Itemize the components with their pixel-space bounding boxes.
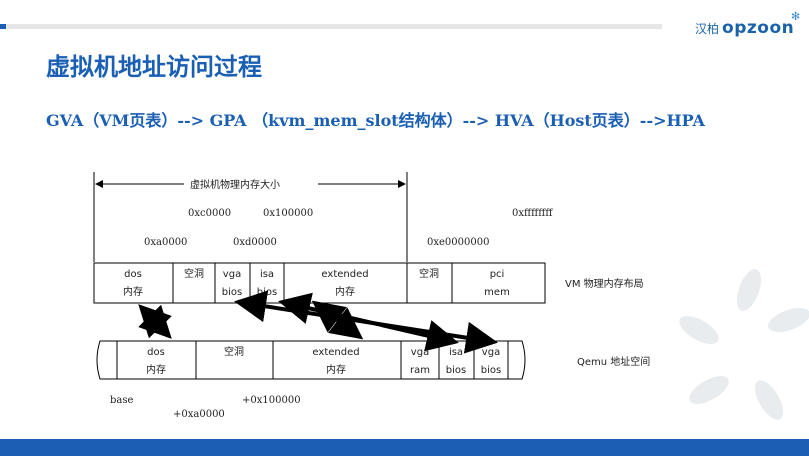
vm-cell-pci-l1: pci [490, 269, 505, 280]
vm-cell-dos-l1: dos [124, 269, 142, 280]
qemu-cell-extended-l1: extended [312, 347, 359, 358]
vm-row-label: VM 物理内存布局 [565, 277, 644, 290]
arrow-isabios-isabios [278, 292, 459, 352]
qemu-cell-vgabios-l2: bios [481, 365, 501, 376]
arrow-extended-extended [311, 300, 364, 340]
slide-title: 虚拟机地址访问过程 [46, 53, 262, 81]
vm-cell-extended-l1: extended [321, 269, 368, 280]
logo-cn: 汉柏 [695, 21, 720, 36]
qemu-cell-vgaram-l1: vga [411, 347, 429, 358]
qemu-row-label: Qemu 地址空间 [577, 355, 650, 368]
qemu-cell-dos-l2: 内存 [146, 363, 166, 376]
vm-cell-isa-l1: isa [260, 269, 274, 280]
qemu-cell-extended-l2: 内存 [326, 363, 346, 376]
qemu-cell-isa-l1: isa [449, 347, 463, 358]
footer-bar [0, 439, 809, 456]
addr-qemu-0x100000: +0x100000 [242, 395, 301, 406]
span-label: 虚拟机物理内存大小 [190, 178, 280, 191]
addr-vm-0xffffffff: 0xffffffff [512, 208, 553, 219]
slide-subtitle: GVA（VM页表）--> GPA （kvm_mem_slot结构体）--> HV… [46, 111, 705, 130]
vm-cell-pci-l2: mem [484, 287, 510, 298]
addr-qemu-0xa0000: +0xa0000 [173, 409, 225, 420]
qemu-cell-isa-l2: bios [446, 365, 466, 376]
vm-cell-dos-l2: 内存 [123, 285, 143, 298]
addr-qemu-base: base [110, 395, 133, 406]
vm-cell-vga-l1: vga [223, 269, 241, 280]
qemu-cell-dos-l1: dos [147, 347, 165, 358]
qemu-cell-vgabios-l1: vga [482, 347, 500, 358]
decorative-flower-icon [679, 269, 809, 420]
vm-cell-extended-l2: 内存 [335, 285, 355, 298]
vm-cell-isa-l2: bios [257, 287, 277, 298]
addr-vm-0xa0000: 0xa0000 [144, 237, 187, 248]
vm-layout-row: dos 内存 空洞 vga bios isa bios extended 内存 … [93, 262, 546, 304]
vm-cell-hole1-l1: 空洞 [184, 267, 204, 280]
qemu-layout-row: dos 内存 空洞 extended 内存 vga ram isa bios v… [96, 340, 526, 380]
qemu-cell-hole-l1: 空洞 [224, 345, 244, 358]
header-line-grey [6, 24, 662, 29]
vm-cell-hole2-l1: 空洞 [419, 267, 439, 280]
arrow-dos-dos [138, 304, 172, 339]
vm-cell-vga-l2: bios [222, 287, 242, 298]
addr-vm-0xd0000: 0xd0000 [233, 237, 277, 248]
qemu-cell-vgaram-l2: ram [410, 365, 430, 376]
addr-vm-0xe0000000: 0xe0000000 [427, 237, 489, 248]
header-bar [0, 0, 809, 38]
company-logo: 汉柏 opzoon ✻ [695, 10, 800, 40]
mapping-arrows [138, 290, 498, 354]
addr-vm-0xc0000: 0xc0000 [188, 208, 231, 219]
logo-star-icon: ✻ [791, 10, 801, 23]
addr-vm-0x100000: 0x100000 [263, 208, 313, 219]
logo-en: opzoon [722, 18, 795, 38]
